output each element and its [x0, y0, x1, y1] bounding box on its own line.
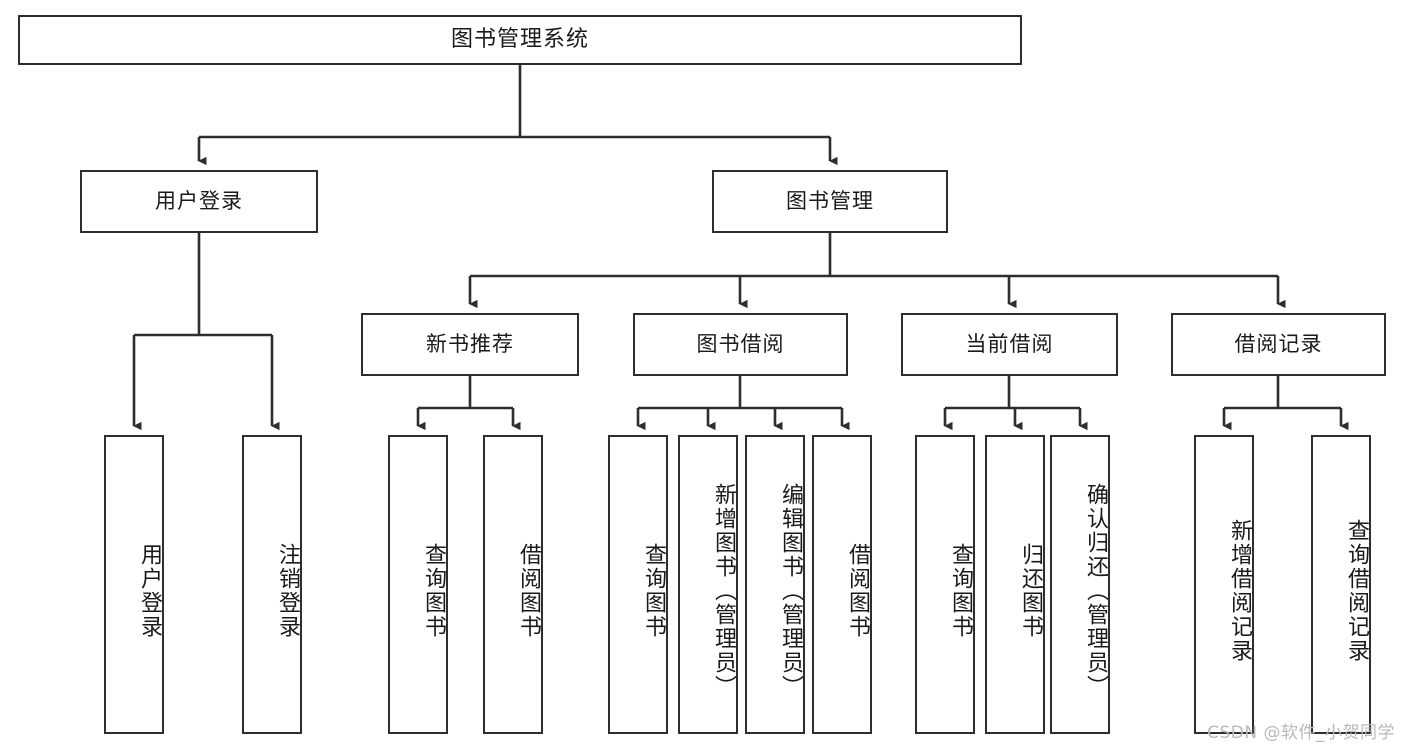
node-leaf-login-2[interactable]: 注销登录 [242, 435, 302, 734]
node-leaf-borrow-1[interactable]: 查询图书 [608, 435, 668, 734]
node-login[interactable]: 用户登录 [80, 170, 318, 233]
node-label: 借阅图书 [845, 542, 870, 639]
node-label: 查询图书 [641, 542, 666, 639]
connector-root-to-level1 [197, 65, 838, 166]
node-label: 查询图书 [948, 542, 973, 639]
node-label: 借阅图书 [516, 542, 541, 639]
node-leaf-borrow-2[interactable]: 新增图书（管理员） [678, 435, 738, 734]
node-label: 新书推荐 [426, 331, 514, 356]
node-root[interactable]: 图书管理系统 [18, 15, 1022, 65]
node-leaf-rec-2[interactable]: 查询借阅记录 [1311, 435, 1371, 734]
node-current[interactable]: 当前借阅 [901, 313, 1118, 376]
node-leaf-borrow-3[interactable]: 编辑图书（管理员） [745, 435, 805, 734]
node-label: 用户登录 [155, 188, 243, 213]
node-leaf-borrow-4[interactable]: 借阅图书 [812, 435, 872, 734]
watermark-text: CSDN @软件_小贺同学 [1207, 723, 1395, 743]
node-label: 用户登录 [137, 542, 162, 639]
node-label: 新增图书（管理员） [711, 482, 736, 699]
node-label: 查询借阅记录 [1344, 518, 1369, 663]
connector-borrow-to-leaves [636, 376, 850, 431]
node-bookmgmt[interactable]: 图书管理 [712, 170, 948, 233]
connector-login-to-leaves [132, 233, 280, 431]
node-newbooks[interactable]: 新书推荐 [361, 313, 579, 376]
node-leaf-new-1[interactable]: 查询图书 [388, 435, 448, 734]
connector-current-to-leaves [943, 376, 1088, 431]
connector-layer [132, 65, 1349, 431]
node-leaf-cur-1[interactable]: 查询图书 [915, 435, 975, 734]
node-label: 图书借阅 [696, 331, 785, 356]
node-label: 编辑图书（管理员） [778, 482, 803, 699]
node-label: 确认归还（管理员） [1083, 482, 1108, 699]
node-leaf-login-1[interactable]: 用户登录 [104, 435, 164, 734]
node-label: 图书管理 [786, 188, 874, 213]
node-leaf-rec-1[interactable]: 新增借阅记录 [1194, 435, 1254, 734]
node-leaf-cur-3[interactable]: 确认归还（管理员） [1050, 435, 1110, 734]
node-label: 当前借阅 [965, 331, 1054, 356]
node-borrow[interactable]: 图书借阅 [633, 313, 848, 376]
node-leaf-new-2[interactable]: 借阅图书 [483, 435, 543, 734]
node-label: 注销登录 [275, 542, 300, 639]
node-records[interactable]: 借阅记录 [1171, 313, 1386, 376]
node-leaf-cur-2[interactable]: 归还图书 [985, 435, 1045, 734]
node-label: 借阅记录 [1234, 331, 1323, 356]
connector-newbooks-to-leaves [416, 376, 521, 431]
node-label: 归还图书 [1018, 542, 1043, 639]
node-label: 图书管理系统 [450, 26, 589, 52]
connector-bookmgmt-to-level2 [468, 233, 1286, 309]
connector-records-to-leaves [1222, 376, 1349, 431]
node-label: 查询图书 [421, 542, 446, 639]
node-label: 新增借阅记录 [1227, 518, 1252, 663]
